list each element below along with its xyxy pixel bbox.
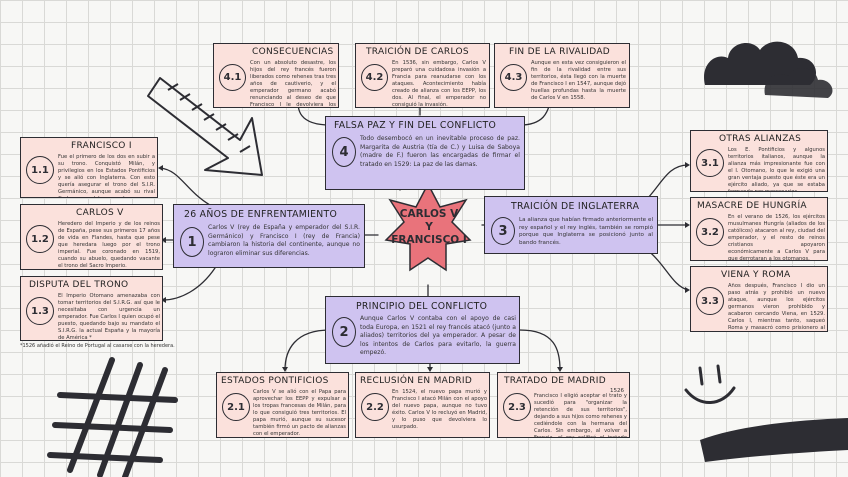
- box-text: Años después, Francisco I dio un paso at…: [728, 283, 825, 332]
- box-falsa-paz: FALSA PAZ Y FIN DEL CONFLICTO 4 Todo des…: [325, 116, 525, 190]
- number-badge: 1: [180, 227, 204, 257]
- connector-1-11: [160, 168, 210, 205]
- box-text: En el verano de 1526, los ejércitos musu…: [728, 214, 825, 261]
- box-title: ESTADOS PONTIFICIOS: [221, 376, 329, 386]
- box-reclusion-en-madrid: RECLUSIÓN EN MADRID 2.2 En 1524, el nuev…: [355, 372, 490, 438]
- box-26-anos: 26 AÑOS DE ENFRENTAMIENTO 1 Carlos V (re…: [173, 204, 365, 268]
- box-carlos-v: CARLOS V 1.2 Heredero del Imperio y de l…: [20, 204, 163, 270]
- box-traicion-de-carlos: TRAICIÓN DE CARLOS 4.2 En 1536, sin emba…: [355, 43, 490, 108]
- footnote: *1526 añadió el Reino de Portugal al cas…: [20, 343, 180, 350]
- number-badge: 4.1: [219, 64, 246, 91]
- box-text: El Imperio Otomano amenazaba con tomar t…: [58, 293, 160, 341]
- number-badge: 2: [332, 317, 356, 347]
- center-title-line1: CARLOS V: [383, 208, 475, 221]
- box-estados-pontificios: ESTADOS PONTIFICIOS 2.1 Carlos V se alió…: [216, 372, 349, 438]
- number-badge: 3: [491, 217, 515, 245]
- box-principio-del-conflicto: PRINCIPIO DEL CONFLICTO 2 Aunque Carlos …: [325, 296, 520, 364]
- center-title-line3: FRANCISCO I: [383, 234, 475, 247]
- box-text: Francisco I eligió aceptar el trato y su…: [534, 393, 627, 438]
- box-title: TRATADO DE MADRID: [504, 376, 606, 386]
- connector-1-13: [163, 268, 215, 300]
- box-title: FALSA PAZ Y FIN DEL CONFLICTO: [334, 120, 496, 131]
- box-text: Carlos V se alió con el Papa para aprove…: [253, 389, 346, 438]
- box-text: Todo desembocó en un inevitable proceso …: [360, 135, 520, 169]
- connector-2-23: [520, 330, 560, 370]
- box-title: FIN DE LA RIVALIDAD: [509, 47, 610, 57]
- box-traicion-de-inglaterra: TRAICIÓN DE INGLATERRA 3 La alianza que …: [484, 196, 658, 254]
- smiley-doodle-icon: [686, 366, 734, 403]
- box-tratado-de-madrid: TRATADO DE MADRID 1526 2.3 Francisco I e…: [497, 372, 630, 438]
- box-title: PRINCIPIO DEL CONFLICTO: [356, 301, 487, 312]
- box-title: FRANCISCO I: [71, 141, 132, 151]
- brush-stroke-doodle: [700, 418, 848, 462]
- number-badge: 3.1: [696, 149, 724, 177]
- box-title: TRAICIÓN DE CARLOS: [366, 47, 469, 57]
- box-text: Los E. Pontificios y algunos territorios…: [728, 147, 825, 192]
- box-text: En 1536, sin embargo, Carlos V preparó u…: [392, 60, 486, 108]
- center-title-line2: Y: [383, 221, 475, 234]
- number-badge: 3.2: [696, 218, 724, 246]
- box-text: Aunque Carlos V contaba con el apoyo de …: [360, 315, 516, 358]
- cloud-doodle-icon: [704, 42, 833, 98]
- number-badge: 2.3: [503, 393, 531, 421]
- number-badge: 1.3: [26, 297, 54, 325]
- connector-2-21: [285, 330, 330, 370]
- number-badge: 1.2: [26, 225, 54, 253]
- number-badge: 1.1: [26, 156, 54, 184]
- box-title: OTRAS ALIANZAS: [719, 134, 801, 144]
- box-title: 26 AÑOS DE ENFRENTAMIENTO: [184, 209, 337, 220]
- box-title: TRAICIÓN DE INGLATERRA: [511, 201, 639, 212]
- box-title: VIENA Y ROMA: [721, 270, 790, 280]
- box-otras-alianzas: OTRAS ALIANZAS 3.1 Los E. Pontificios y …: [690, 130, 828, 192]
- box-text: La alianza que habían firmado anteriorme…: [519, 217, 653, 247]
- box-consecuencias: CONSECUENCIAS 4.1 Con un absoluto desast…: [213, 43, 339, 108]
- box-viena-y-roma: VIENA Y ROMA 3.3 Años después, Francisco…: [690, 266, 828, 332]
- box-disputa-del-trono: DISPUTA DEL TRONO 1.3 El Imperio Otomano…: [20, 276, 163, 341]
- hash-doodle-icon: [50, 360, 175, 477]
- number-badge: 2.2: [361, 393, 389, 421]
- box-title: RECLUSIÓN EN MADRID: [360, 376, 472, 386]
- box-text: Fue el primero de los dos en subir a su …: [58, 154, 155, 198]
- box-text: Aunque en esta vez consiguieron el fin d…: [531, 60, 626, 102]
- box-title: DISPUTA DEL TRONO: [29, 280, 128, 290]
- box-title: CONSECUENCIAS: [252, 47, 334, 57]
- center-title: CARLOS V Y FRANCISCO I: [383, 208, 475, 247]
- number-badge: 2.1: [222, 393, 250, 421]
- box-title: CARLOS V: [76, 208, 124, 218]
- number-badge: 4.2: [361, 64, 388, 91]
- number-badge: 4: [332, 137, 356, 167]
- number-badge: 4.3: [500, 64, 527, 91]
- box-text: Heredero del Imperio y de los reinos de …: [58, 221, 160, 270]
- number-badge: 3.3: [696, 287, 724, 315]
- box-text: Carlos V (rey de España y emperador del …: [208, 224, 360, 258]
- box-text: En 1524, el nuevo papa murió y Francisco…: [392, 389, 487, 431]
- box-title: MASACRE DE HUNGRÍA: [697, 201, 807, 211]
- box-text: Con un absoluto desastre, los hijos del …: [250, 60, 336, 108]
- box-francisco-i: FRANCISCO I 1.1 Fue el primero de los do…: [20, 137, 158, 198]
- box-masacre-de-hungria: MASACRE DE HUNGRÍA 3.2 En el verano de 1…: [690, 197, 828, 261]
- box-fin-de-la-rivalidad: FIN DE LA RIVALIDAD 4.3 Aunque en esta v…: [494, 43, 630, 108]
